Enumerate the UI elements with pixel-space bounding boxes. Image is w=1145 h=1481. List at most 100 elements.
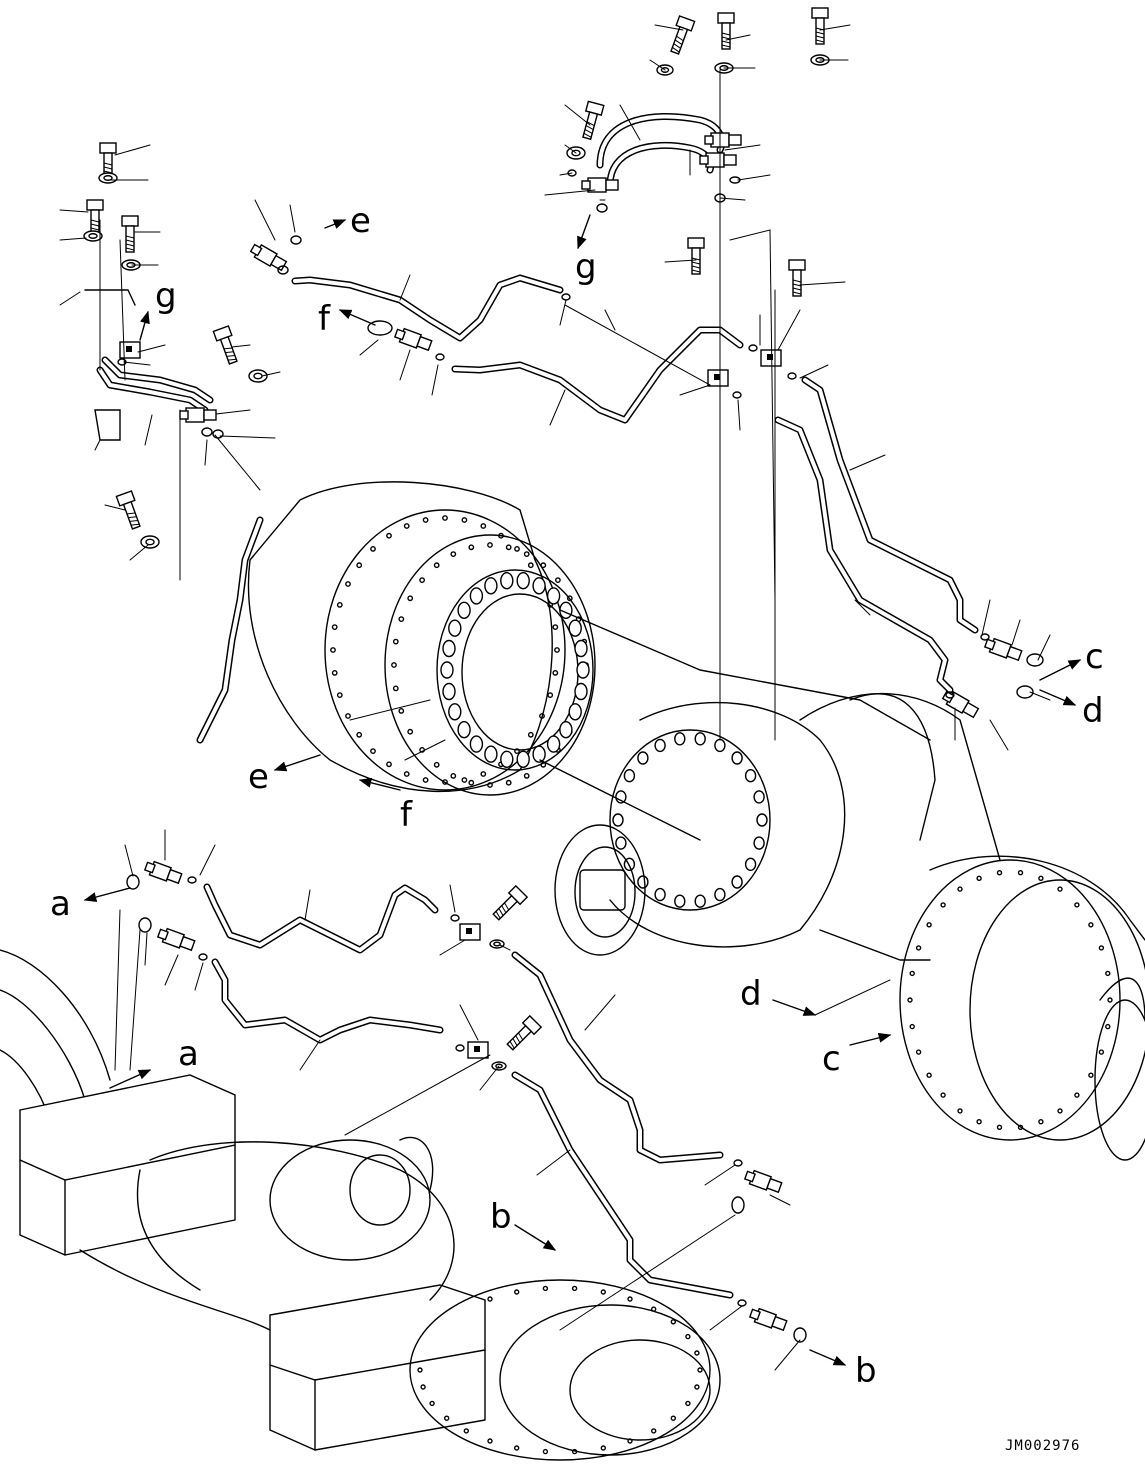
label-b-right: b — [855, 1351, 877, 1391]
fitting — [743, 1169, 783, 1194]
o-ring — [787, 372, 797, 380]
fitting — [179, 407, 217, 423]
diff-bolt — [623, 769, 636, 783]
o-ring — [367, 320, 393, 336]
brake-pipe-lower-2 — [211, 958, 444, 1044]
bolt-hole — [1088, 1072, 1094, 1078]
bolt-hole — [514, 1289, 520, 1295]
hub-nut — [484, 745, 498, 763]
hub-nut — [448, 703, 462, 721]
brake-pipe-upper-2 — [451, 326, 744, 424]
bolt-hole — [1105, 970, 1111, 977]
bolt-hole — [514, 748, 520, 754]
brake-hose-top — [596, 112, 726, 189]
o-ring — [187, 876, 197, 884]
routing-lines — [99, 69, 891, 1331]
o-ring — [732, 391, 742, 399]
leader-line — [114, 144, 151, 156]
bolt-hole — [331, 670, 338, 676]
leader-line — [799, 364, 829, 379]
bolt-hole — [487, 1296, 493, 1302]
leader-line — [654, 24, 684, 31]
leader-line — [164, 954, 179, 986]
bolt-hole — [957, 886, 963, 892]
bolt-hole — [407, 728, 414, 735]
bolt-hole — [670, 1319, 676, 1325]
bolt-hole — [330, 647, 336, 653]
leader-line — [59, 209, 89, 213]
diff-bolt — [731, 751, 743, 765]
o-ring — [737, 1299, 747, 1307]
bolt-hole — [542, 1448, 549, 1455]
brake-pipe-left-bracket — [96, 356, 264, 744]
leader-line — [59, 291, 81, 306]
bolt-hole — [433, 761, 440, 768]
bolt-hole — [694, 1350, 700, 1356]
bolt-hole — [1088, 922, 1094, 928]
hub-nut — [568, 703, 582, 721]
hub-nut — [574, 639, 588, 658]
bolt-hole — [627, 1296, 633, 1302]
diff-bolt — [694, 732, 706, 746]
bolt-hole — [461, 777, 468, 783]
leader-line — [459, 1004, 479, 1041]
bolt-hole — [468, 544, 475, 551]
bolt-hole — [336, 692, 343, 698]
bolt-hole — [540, 761, 547, 768]
hub-nut — [532, 745, 546, 763]
bolt-hole — [498, 532, 504, 539]
bolt-hole — [419, 577, 425, 583]
leader-line — [137, 344, 166, 353]
bolt-hole — [487, 1438, 493, 1444]
brake-pipe-lower-3 — [511, 951, 724, 1164]
hub-nut — [500, 750, 514, 768]
o-ring — [1016, 685, 1034, 699]
bolt — [506, 1014, 543, 1051]
diff-bolt — [694, 894, 706, 908]
leader-line — [124, 844, 134, 877]
label-f-upper: f — [318, 299, 331, 339]
bolt-hole — [523, 773, 530, 779]
bolt-hole — [940, 902, 946, 908]
bolt-hole — [1074, 902, 1080, 908]
bolt-hole — [433, 562, 440, 569]
o-ring — [945, 691, 955, 699]
bolt-hole — [461, 517, 468, 523]
bolt-hole — [392, 638, 399, 645]
o-ring — [450, 914, 460, 922]
hub-nut — [457, 721, 471, 739]
label-a-left: a — [50, 884, 71, 924]
leader-line — [215, 409, 251, 415]
bolt-hole — [552, 624, 559, 630]
leader-line — [719, 197, 746, 201]
drawing-code: JM002976 — [1005, 1438, 1080, 1454]
o-ring — [290, 235, 302, 245]
bolt-hole — [514, 1445, 520, 1451]
bolt-hole — [356, 731, 363, 738]
bolt-hole — [345, 713, 351, 719]
leader-line — [536, 1149, 571, 1176]
bolt-hole — [552, 670, 559, 676]
leader-line — [777, 309, 801, 351]
o-ring — [435, 353, 445, 361]
bolt-hole — [909, 1023, 915, 1030]
leader-line — [204, 439, 208, 466]
brake-pipe-lower-1 — [203, 883, 439, 954]
bolt-hole — [1017, 1124, 1024, 1131]
bolt-hole — [539, 713, 545, 719]
hub-nut — [532, 577, 546, 595]
leader-line — [254, 199, 276, 241]
bolt-hole — [480, 523, 487, 529]
bolt-hole — [487, 782, 493, 788]
bolt-hole — [915, 1049, 922, 1055]
bolt-hole — [976, 875, 982, 881]
bolt-hole — [331, 624, 338, 630]
bolt-hole — [527, 562, 534, 569]
o-ring — [731, 1196, 745, 1214]
leader-line — [144, 414, 153, 446]
label-c-lower: c — [822, 1039, 841, 1079]
bolt-hole — [403, 771, 410, 777]
bolt-hole — [442, 779, 448, 785]
bolt-hole — [542, 1285, 549, 1292]
bolt-hole — [957, 1108, 963, 1114]
